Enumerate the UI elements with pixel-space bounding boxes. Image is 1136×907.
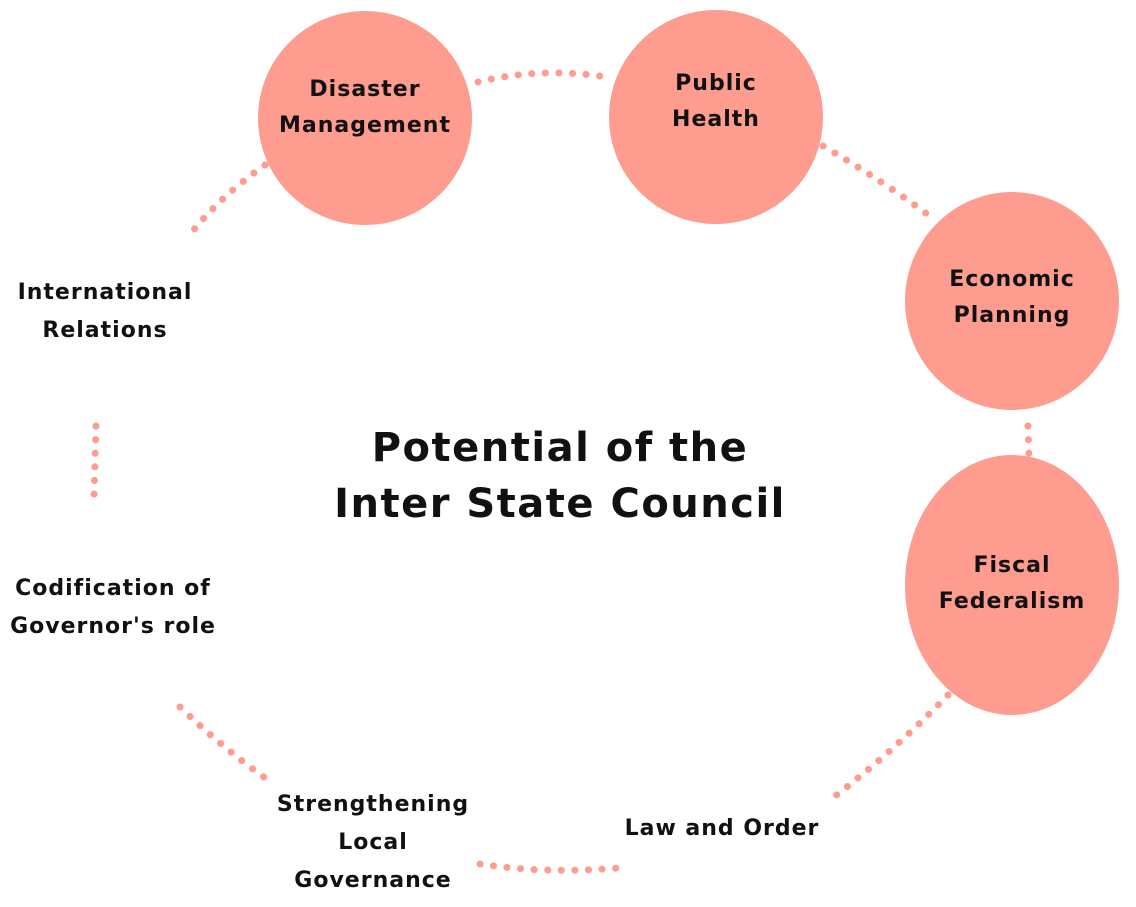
node-codification-governors-role: Codification of Governor's role	[0, 570, 226, 646]
diagram-title: Potential of the Inter State Council	[300, 420, 820, 532]
node-economic-planning: Economic Planning	[905, 192, 1119, 410]
node-strengthening-local-governance: Strengthening Local Governance	[262, 786, 484, 900]
node-label-line1: Law and Order	[624, 816, 820, 841]
node-label-line1: Economic	[949, 267, 1075, 292]
node-label-line1: Fiscal	[973, 553, 1051, 578]
node-public-health: Public Health	[609, 10, 823, 224]
node-label-line1: Strengthening	[276, 792, 470, 817]
node-fiscal-federalism-circle: Fiscal Federalism	[905, 455, 1119, 715]
node-label-line2: Health	[672, 107, 760, 132]
node-label-line1: Codification of	[15, 576, 211, 601]
node-international-relations: International Relations	[2, 274, 208, 350]
node-label-line2: Local	[338, 830, 408, 855]
connector-disaster-international	[188, 161, 269, 236]
title-line2: Inter State Council	[334, 481, 786, 527]
node-label-line2: Federalism	[938, 589, 1086, 614]
node-label-line2: Relations	[42, 318, 168, 343]
connector-public-health-economic	[819, 142, 939, 224]
node-law-and-order: Law and Order	[612, 810, 832, 848]
connector-codification-governance	[176, 703, 272, 784]
node-label-line2: Management	[279, 113, 451, 138]
node-label-line1: International	[17, 280, 193, 305]
node-label-line1: Public	[675, 71, 757, 96]
title-line1: Potential of the	[371, 425, 749, 471]
node-label-line2: Governor's role	[10, 614, 216, 639]
node-label-line1: Disaster	[309, 77, 421, 102]
node-label-line3: Governance	[294, 868, 452, 893]
connector-disaster-public-health	[474, 69, 616, 86]
node-label-line2: Planning	[953, 303, 1071, 328]
connector-international-codification	[90, 422, 100, 499]
connector-fiscal-law	[822, 691, 952, 807]
connector-governance-law	[476, 860, 622, 874]
node-disaster-management: Disaster Management	[258, 11, 472, 225]
